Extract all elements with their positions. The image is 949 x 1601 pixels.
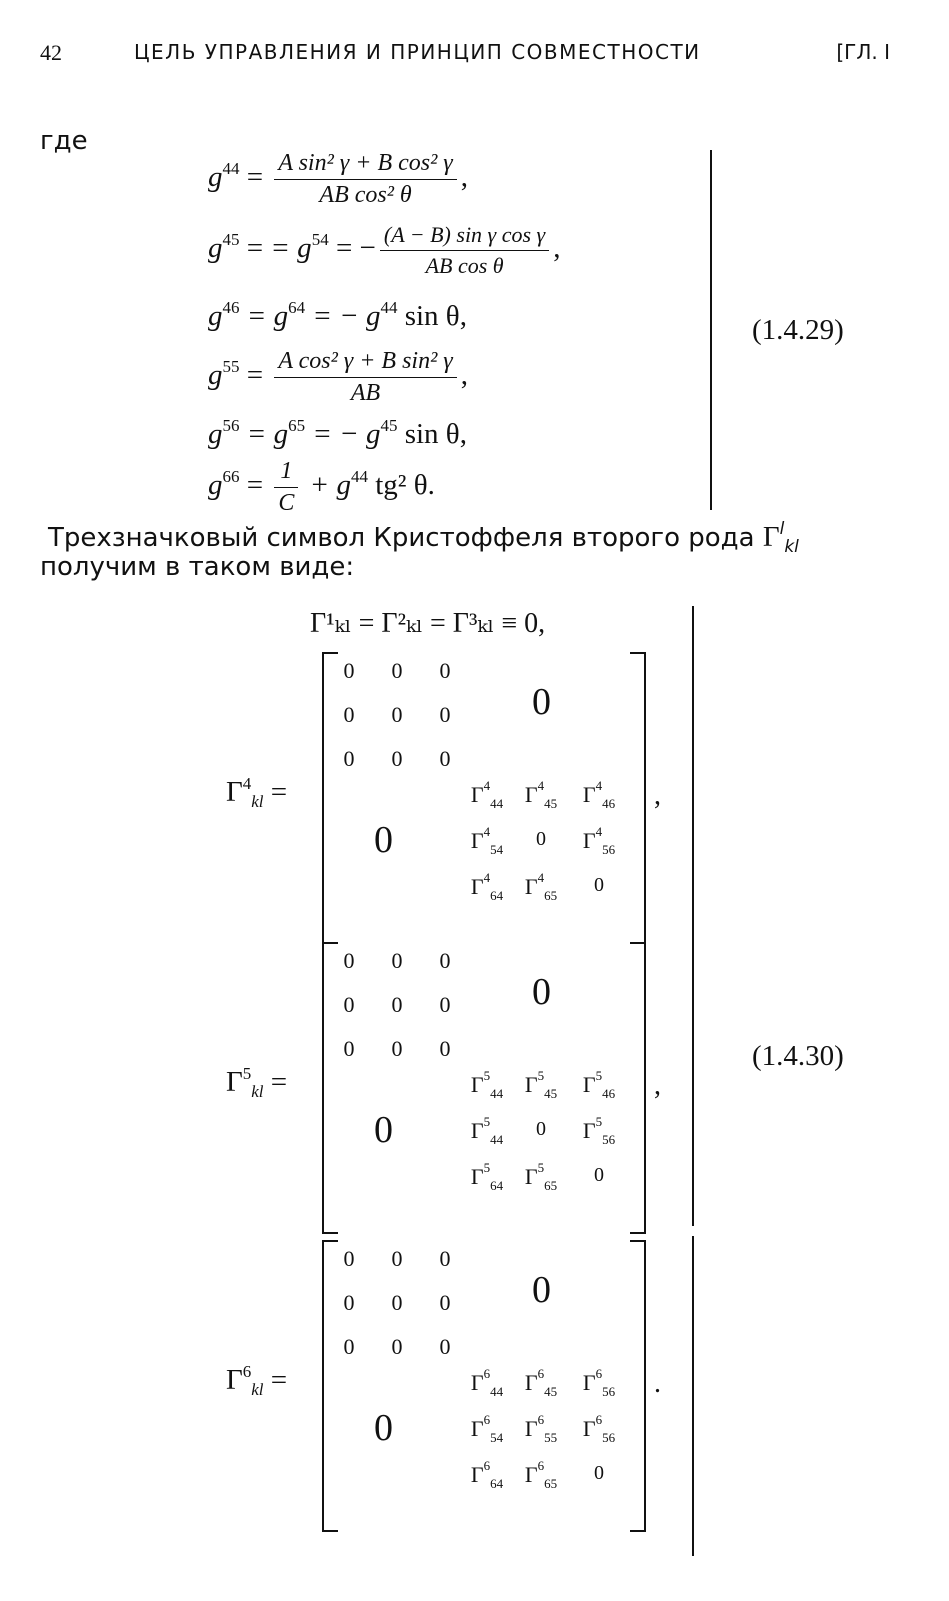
right-brace-bottom <box>672 1236 694 1556</box>
christoffel-entry: Γ454 <box>470 824 504 857</box>
paragraph: Трехзначковый символ Кристоффеля второго… <box>48 519 908 557</box>
zero-cell: 0 <box>343 1036 355 1061</box>
zero-cell: 0 <box>391 1036 403 1061</box>
zero-block-top-right: 0 <box>532 681 551 723</box>
christoffel-entry: Γ456 <box>582 824 616 857</box>
christoffel-entry: Γ644 <box>470 1366 504 1399</box>
zero-cell: 0 <box>391 948 403 973</box>
zero-cell: 0 <box>594 874 604 896</box>
zero-cell: 0 <box>343 658 355 683</box>
christoffel-zero-line: Γ¹ₖₗ = Γ²ₖₗ = Γ³ₖₗ ≡ 0, <box>310 608 546 639</box>
christoffel-entry: Γ546 <box>582 1068 616 1101</box>
christoffel-entry: Γ544 <box>470 1114 504 1147</box>
zero-cell: 0 <box>343 948 355 973</box>
christoffel-entry: Γ565 <box>524 1160 558 1193</box>
zero-cell: 0 <box>536 1118 546 1140</box>
paragraph-line-1: Трехзначковый символ Кристоффеля второго… <box>48 519 799 557</box>
christoffel-entry: Γ664 <box>470 1458 504 1491</box>
christoffel-entry: Γ465 <box>524 870 558 903</box>
matrix-label-5: Γ5kl = <box>226 1064 288 1101</box>
zero-cell: 0 <box>536 828 546 850</box>
zero-cell: 0 <box>439 992 451 1017</box>
running-header: 42 ЦЕЛЬ УПРАВЛЕНИЯ И ПРИНЦИП СОВМЕСТНОСТ… <box>40 40 890 80</box>
christoffel-entry: Γ654 <box>470 1412 504 1445</box>
zero-cell: 0 <box>343 1334 355 1359</box>
zero-cell: 0 <box>439 948 451 973</box>
paragraph-line-2: получим в таком виде: <box>40 552 355 582</box>
right-brace-top <box>672 606 694 1226</box>
matrix-punctuation: , <box>654 780 661 811</box>
zero-cell: 0 <box>391 746 403 771</box>
page-number: 42 <box>40 40 62 65</box>
zero-cell: 0 <box>391 702 403 727</box>
zero-cell: 0 <box>439 1290 451 1315</box>
christoffel-entry: Γ656 <box>582 1366 616 1399</box>
equation-g46: g46 = g64 = − g44 sin θ, <box>208 298 467 332</box>
zero-cell: 0 <box>391 992 403 1017</box>
zero-cell: 0 <box>391 1334 403 1359</box>
christoffel-entry: Γ545 <box>524 1068 558 1101</box>
equation-g56: g56 = g65 = − g45 sin θ, <box>208 416 467 450</box>
matrix-label-6: Γ6kl = <box>226 1362 288 1399</box>
equation-number-1: (1.4.29) <box>752 314 844 346</box>
christoffel-entry: Γ655 <box>524 1412 558 1445</box>
zero-cell: 0 <box>439 1334 451 1359</box>
matrix-punctuation: , <box>654 1070 661 1101</box>
christoffel-entry: Γ445 <box>524 778 558 811</box>
christoffel-entry: Γ665 <box>524 1458 558 1491</box>
zero-block-bottom-left: 0 <box>374 1109 393 1151</box>
zero-cell: 0 <box>439 1246 451 1271</box>
zero-cell: 0 <box>439 702 451 727</box>
zero-block-top-right: 0 <box>532 1269 551 1311</box>
christoffel-entry: Γ564 <box>470 1160 504 1193</box>
zero-block-top-right: 0 <box>532 971 551 1013</box>
equation-number-2: (1.4.30) <box>752 1040 844 1072</box>
zero-cell: 0 <box>439 746 451 771</box>
zero-cell: 0 <box>343 702 355 727</box>
christoffel-entry: Γ556 <box>582 1114 616 1147</box>
zero-cell: 0 <box>594 1164 604 1186</box>
right-brace-1 <box>690 150 712 510</box>
zero-cell: 0 <box>391 1246 403 1271</box>
christoffel-entry: Γ656 <box>582 1412 616 1445</box>
christoffel-entry: Γ464 <box>470 870 504 903</box>
intro-word: где <box>40 126 88 156</box>
christoffel-entry: Γ544 <box>470 1068 504 1101</box>
zero-block-bottom-left: 0 <box>374 819 393 861</box>
zero-cell: 0 <box>343 992 355 1017</box>
christoffel-entry: Γ444 <box>470 778 504 811</box>
zero-cell: 0 <box>391 658 403 683</box>
zero-cell: 0 <box>343 1246 355 1271</box>
matrix-punctuation: . <box>654 1368 661 1399</box>
christoffel-entry: Γ645 <box>524 1366 558 1399</box>
chapter-title: ЦЕЛЬ УПРАВЛЕНИЯ И ПРИНЦИП СОВМЕСТНОСТИ <box>134 40 701 64</box>
zero-cell: 0 <box>439 658 451 683</box>
zero-cell: 0 <box>343 1290 355 1315</box>
zero-block-bottom-left: 0 <box>374 1407 393 1449</box>
matrix-label-4: Γ4kl = <box>226 774 288 811</box>
christoffel-entry: Γ446 <box>582 778 616 811</box>
zero-cell: 0 <box>343 746 355 771</box>
zero-cell: 0 <box>391 1290 403 1315</box>
zero-cell: 0 <box>594 1462 604 1484</box>
chapter-marker: [ГЛ. I <box>836 40 890 64</box>
zero-cell: 0 <box>439 1036 451 1061</box>
